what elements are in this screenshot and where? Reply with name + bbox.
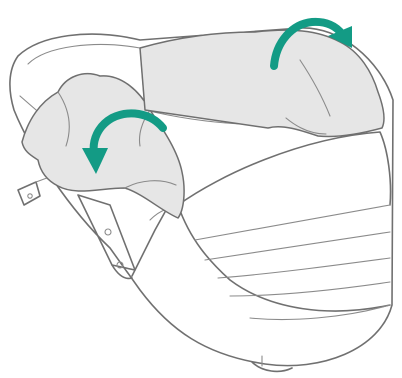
canopy-hood: [178, 132, 391, 319]
bottom-feet: [252, 356, 292, 371]
apron-fabric-right: [140, 30, 384, 136]
